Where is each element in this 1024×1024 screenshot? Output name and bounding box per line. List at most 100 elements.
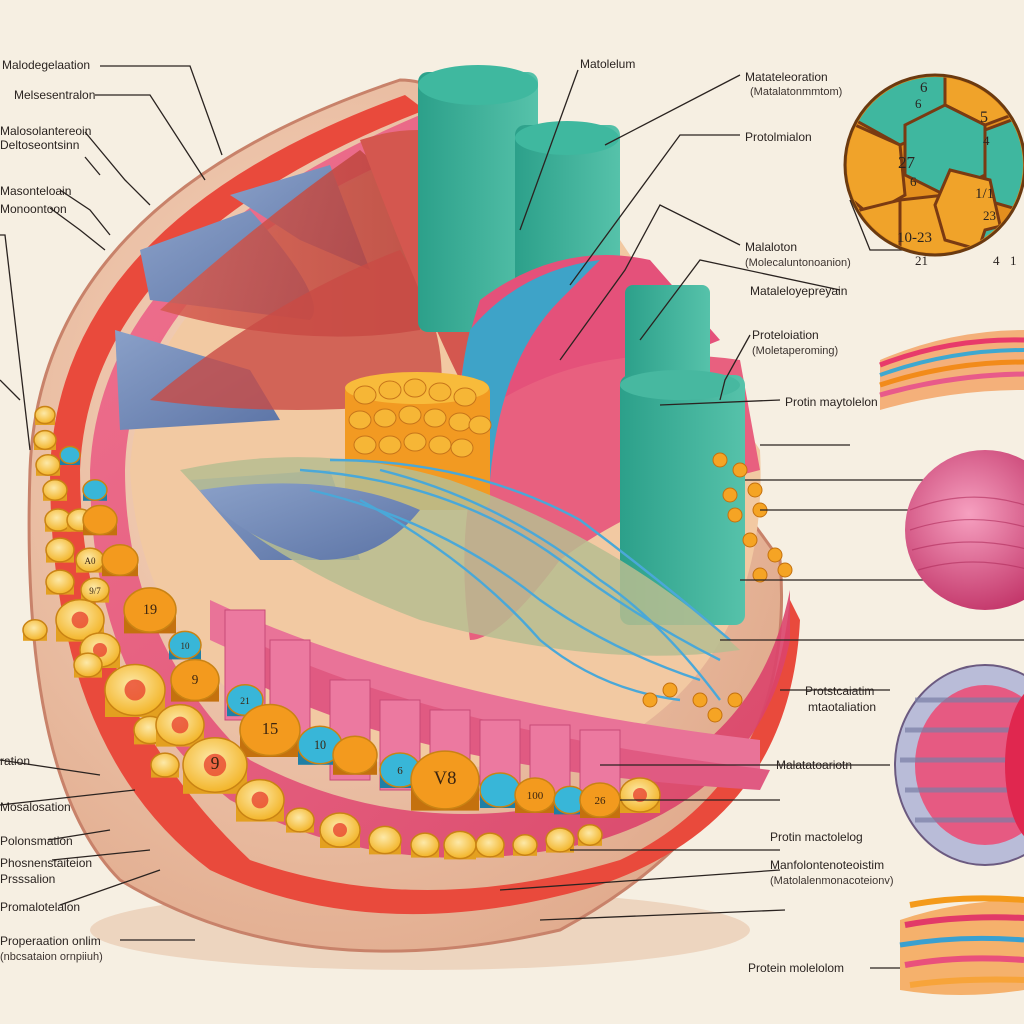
right-label-9: Protin maytolelon	[785, 395, 878, 409]
cell-cylinder-top	[168, 630, 202, 660]
right-label-10: Protstcaiatim	[805, 684, 875, 698]
cell-number-label: 9/7	[89, 586, 101, 596]
left-label-8: Mosalosation	[0, 800, 71, 814]
teal-bundle-cap-2	[515, 121, 619, 155]
cell-number-label: 10	[181, 641, 191, 651]
cell-number-label: 10	[314, 738, 326, 752]
fat-droplet	[742, 532, 758, 548]
inset-number: 6	[910, 174, 917, 189]
red-muscle-fan-2	[150, 250, 442, 410]
cell-number-label: 19	[143, 602, 157, 618]
fat-droplet	[777, 562, 793, 578]
cell-cylinder-top	[123, 587, 177, 633]
core-fiber-cell	[353, 385, 377, 405]
inset-number: 23	[983, 208, 996, 223]
fat-droplet	[767, 547, 783, 563]
cell-cylinder-top	[410, 832, 440, 858]
cell-nucleus	[333, 823, 347, 837]
inset-number: 6	[915, 96, 922, 111]
fat-droplet	[727, 507, 743, 523]
inset-number: 21	[915, 253, 928, 268]
cell-cylinder-top	[45, 569, 75, 595]
cell-nucleus	[171, 716, 189, 734]
cell-number-label: 26	[595, 795, 607, 807]
cell-cylinder-top	[368, 825, 402, 855]
right-label-6: Mataleloyepreyain	[750, 284, 848, 298]
cell-number-label: 9	[192, 672, 199, 687]
fat-droplet	[747, 482, 763, 498]
inset-number: 4	[993, 253, 1000, 268]
cell-number-label: 21	[240, 696, 250, 707]
left-label-7: ration	[0, 754, 31, 768]
core-fiber-cell	[450, 438, 474, 458]
cell-cylinder-top	[443, 830, 477, 860]
fat-droplet	[662, 682, 678, 698]
right-label-2: (Matalatonmmtom)	[750, 86, 843, 98]
cell-cylinder-top	[101, 543, 139, 577]
fiber-bundle-upper	[879, 330, 1024, 410]
cell-cylinder-top	[545, 827, 575, 853]
core-fiber-cell	[423, 408, 447, 428]
fat-droplet	[692, 692, 708, 708]
left-label-11: Prsssalion	[0, 872, 56, 886]
cell-nucleus	[93, 643, 107, 657]
core-fiber-cell	[468, 415, 492, 435]
left-label-12: Promalotelalon	[0, 900, 81, 914]
muscle-sphere-striations	[909, 496, 1024, 571]
myofibril-bundle	[894, 664, 1024, 866]
lower-striated-band	[210, 600, 760, 770]
right-label-1: Matateleoration	[745, 70, 828, 84]
lower-striated-band-2	[250, 640, 770, 790]
fat-droplet	[642, 692, 658, 708]
cell-cylinder-top	[410, 750, 480, 810]
right-label-4: Malaloton	[745, 240, 798, 254]
core-fiber-cell	[398, 405, 422, 425]
cell-cylinder-top	[45, 537, 75, 563]
top-center-label: Matolelum	[580, 57, 636, 71]
cross-section-inset: 6 6 5 4 27 6 1/1 23 10-23 21 4 1	[843, 73, 1024, 268]
teal-bundle-right-2	[620, 375, 745, 625]
cell-cylinder-top	[577, 824, 603, 846]
right-label-15: (Matolalenmonacoteionv)	[770, 875, 894, 887]
right-label-12: Malatatoariotn	[776, 758, 853, 772]
right-label-14: Manfolontenoteoistim	[770, 858, 885, 872]
left-label-1: Malodegelaation	[2, 58, 91, 72]
cell-cylinder-top	[82, 479, 108, 501]
core-fiber-cell	[403, 432, 427, 452]
left-label-10: Phosnenstaiteion	[0, 856, 93, 870]
cell-nucleus	[633, 788, 647, 802]
right-label-5: (Molecaluntonoanion)	[745, 257, 851, 269]
fiber-bundle-lower	[899, 895, 1024, 995]
left-label-6: Monoontoon	[0, 202, 67, 216]
cell-number-label: 100	[527, 790, 544, 802]
teal-bundle-right-cap	[620, 370, 740, 400]
fat-droplet	[727, 692, 743, 708]
left-label-2: Melsesentralon	[14, 88, 96, 102]
cell-cylinder-top	[34, 405, 56, 425]
inset-number: 10-23	[897, 230, 932, 246]
inset-number: 6	[920, 80, 928, 96]
right-label-8: (Moletaperoming)	[752, 345, 839, 357]
inset-number: 4	[983, 133, 990, 148]
cell-cylinder-top	[479, 772, 521, 808]
core-fiber-cell	[348, 410, 372, 430]
blue-nerve-fibers	[299, 458, 731, 702]
blue-sheath	[458, 260, 600, 498]
fat-droplet	[712, 452, 728, 468]
inset-number: 27	[898, 153, 916, 172]
left-label-9: Polonsmation	[0, 834, 73, 848]
cell-cylinder-top	[73, 652, 103, 678]
muscle-fiber-sphere	[905, 450, 1024, 610]
fat-droplet	[722, 487, 738, 503]
cell-nucleus	[124, 679, 146, 701]
left-label-14: (nbcsataion ornpiiuh)	[0, 951, 103, 963]
teal-bundle-top	[418, 72, 538, 332]
cell-number-label: 15	[262, 719, 279, 738]
cell-number-label: 9	[211, 753, 220, 773]
cell-cylinder-top	[239, 703, 301, 757]
right-label-11: mtaotaliation	[808, 700, 877, 714]
right-label-7: Proteloiation	[752, 328, 819, 342]
cell-cylinder-top	[35, 454, 61, 476]
cell-cylinder-top	[59, 445, 81, 465]
